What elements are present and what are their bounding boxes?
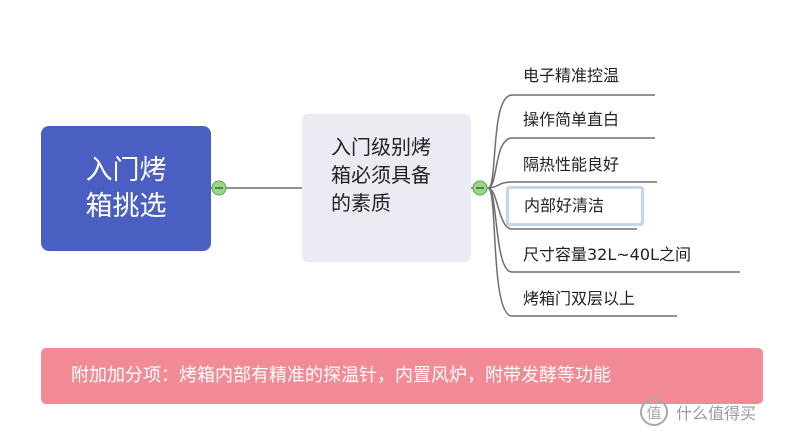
- bonus-note-banner[interactable]: 附加加分项：烤箱内部有精准的探温针，内置风炉，附带发酵等功能: [41, 348, 763, 404]
- watermark: 值 什么值得买: [638, 397, 798, 427]
- connector-leaf-4: [487, 187, 637, 230]
- root-topic-label: 入门烤箱挑选: [85, 154, 167, 222]
- subtopic-1[interactable]: 电子精准控温: [523, 66, 619, 86]
- subtopic-2[interactable]: 操作简单直白: [523, 110, 619, 130]
- connector-leaf-2: [487, 137, 655, 189]
- subtopic-label: 尺寸容量32L~40L之间: [523, 245, 691, 264]
- main-topic[interactable]: 入门级别烤箱必须具备的素质: [302, 114, 471, 262]
- subtopic-label: 内部好清洁: [524, 196, 605, 215]
- subtopic-label: 烤箱门双层以上: [523, 289, 636, 308]
- subtopic-5[interactable]: 尺寸容量32L~40L之间: [523, 245, 691, 265]
- connector-leaf-1: [487, 94, 655, 189]
- watermark-text: 什么值得买: [676, 404, 757, 423]
- subtopic-4-selected[interactable]: 内部好清洁: [506, 186, 644, 226]
- subtopic-3[interactable]: 隔热性能良好: [523, 155, 619, 175]
- collapse-toggle-middle[interactable]: [472, 180, 488, 196]
- subtopic-label: 操作简单直白: [523, 110, 620, 129]
- connector-leaf-6: [487, 187, 677, 317]
- smzdm-logo-icon: 值: [640, 398, 668, 426]
- subtopic-6[interactable]: 烤箱门双层以上: [523, 289, 635, 309]
- root-topic[interactable]: 入门烤箱挑选: [41, 126, 211, 251]
- subtopic-label: 隔热性能良好: [523, 155, 620, 174]
- connector-leaf-3: [487, 181, 657, 189]
- bonus-note-text: 附加加分项：烤箱内部有精准的探温针，内置风炉，附带发酵等功能: [71, 365, 611, 386]
- svg-text:值: 值: [646, 404, 661, 422]
- collapse-toggle-root[interactable]: [211, 180, 227, 196]
- subtopic-label: 电子精准控温: [523, 66, 620, 85]
- main-topic-label: 入门级别烤箱必须具备的素质: [331, 135, 431, 215]
